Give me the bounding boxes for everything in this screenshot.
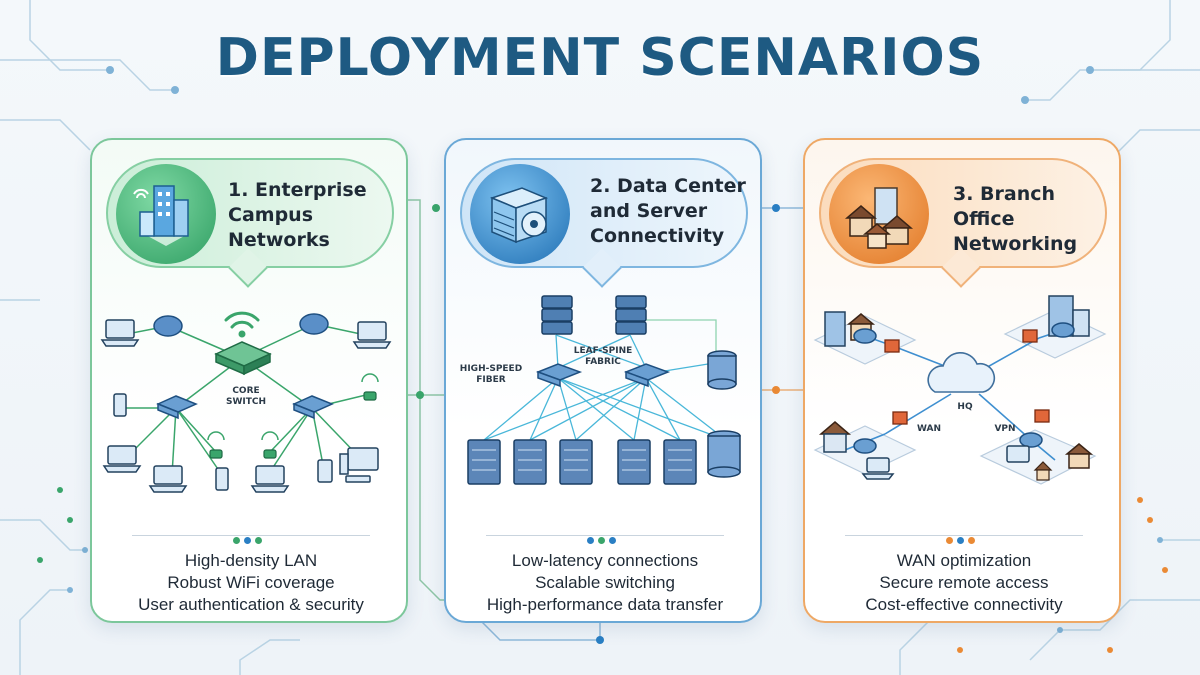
phone-icon	[113, 393, 333, 491]
panel-header-bubble: 2. Data Center and Server Connectivity	[460, 158, 748, 288]
firewall-icon	[884, 329, 1050, 425]
feature-list: WAN optimization Secure remote access Co…	[805, 550, 1123, 616]
leaf-spine-label: LEAF-SPINE FABRIC	[573, 346, 633, 367]
page-title: DEPLOYMENT SCENARIOS	[215, 28, 985, 88]
feature-item: Low-latency connections	[511, 551, 699, 570]
feature-list: High-density LAN Robust WiFi coverage Us…	[92, 550, 410, 616]
campus-network-diagram	[100, 311, 392, 493]
panel-title: 1. Enterprise Campus Networks	[228, 179, 367, 251]
laptop-icon	[100, 319, 392, 493]
divider	[132, 535, 370, 536]
server-rack-icon	[470, 164, 570, 264]
feature-item: User authentication & security	[138, 595, 364, 614]
core-switch-icon	[214, 341, 272, 376]
fiber-label: HIGH-SPEED FIBER	[459, 364, 523, 385]
panel-data-center: 2. Data Center and Server Connectivity	[444, 138, 762, 623]
hq-label: HQ	[957, 402, 973, 412]
access-switch-icon	[156, 395, 334, 420]
leaf-spine-diagram	[467, 295, 741, 485]
divider-dots	[944, 529, 984, 544]
desktop-icon	[339, 447, 379, 483]
feature-item: Robust WiFi coverage	[167, 573, 335, 592]
server-rack-icon	[467, 439, 697, 485]
vpn-label: VPN	[994, 424, 1016, 434]
panel-header-bubble: 1. Enterprise Campus Networks	[106, 158, 394, 288]
panel-enterprise-campus: 1. Enterprise Campus Networks	[90, 138, 408, 623]
feature-item: High-performance data transfer	[486, 595, 724, 614]
wifi-icon	[224, 311, 260, 338]
bubble-pointer	[582, 248, 622, 288]
divider	[486, 535, 724, 536]
feature-item: High-density LAN	[184, 551, 318, 570]
branch-wan-diagram	[813, 295, 1107, 485]
wan-label: WAN	[916, 424, 942, 434]
feature-item: Secure remote access	[879, 573, 1049, 592]
storage-icon	[707, 350, 741, 478]
feature-item: Scalable switching	[535, 573, 675, 592]
building-icon	[818, 295, 1094, 481]
cloud-icon	[927, 352, 996, 393]
campus-buildings-icon	[116, 164, 216, 264]
divider	[845, 535, 1083, 536]
panel-title: 2. Data Center and Server Connectivity	[590, 175, 746, 247]
divider-dots	[231, 529, 271, 544]
leaf-switch-icon	[535, 363, 671, 388]
laptop-icon	[861, 445, 1030, 480]
router-icon	[853, 322, 1075, 454]
feature-item: WAN optimization	[896, 551, 1032, 570]
panel-branch-office: 3. Branch Office Networking	[803, 138, 1121, 623]
feature-list: Low-latency connections Scalable switchi…	[446, 550, 764, 616]
panel-title: 3. Branch Office Networking	[953, 183, 1078, 255]
router-icon	[153, 313, 329, 337]
core-switch-label: CORE SWITCH	[225, 386, 267, 407]
spine-server-icon	[541, 295, 647, 335]
bubble-pointer	[228, 248, 268, 288]
access-point-icon	[209, 391, 377, 459]
divider-dots	[585, 529, 625, 544]
branch-houses-icon	[829, 164, 929, 264]
feature-item: Cost-effective connectivity	[865, 595, 1063, 614]
panel-header-bubble: 3. Branch Office Networking	[819, 158, 1107, 288]
